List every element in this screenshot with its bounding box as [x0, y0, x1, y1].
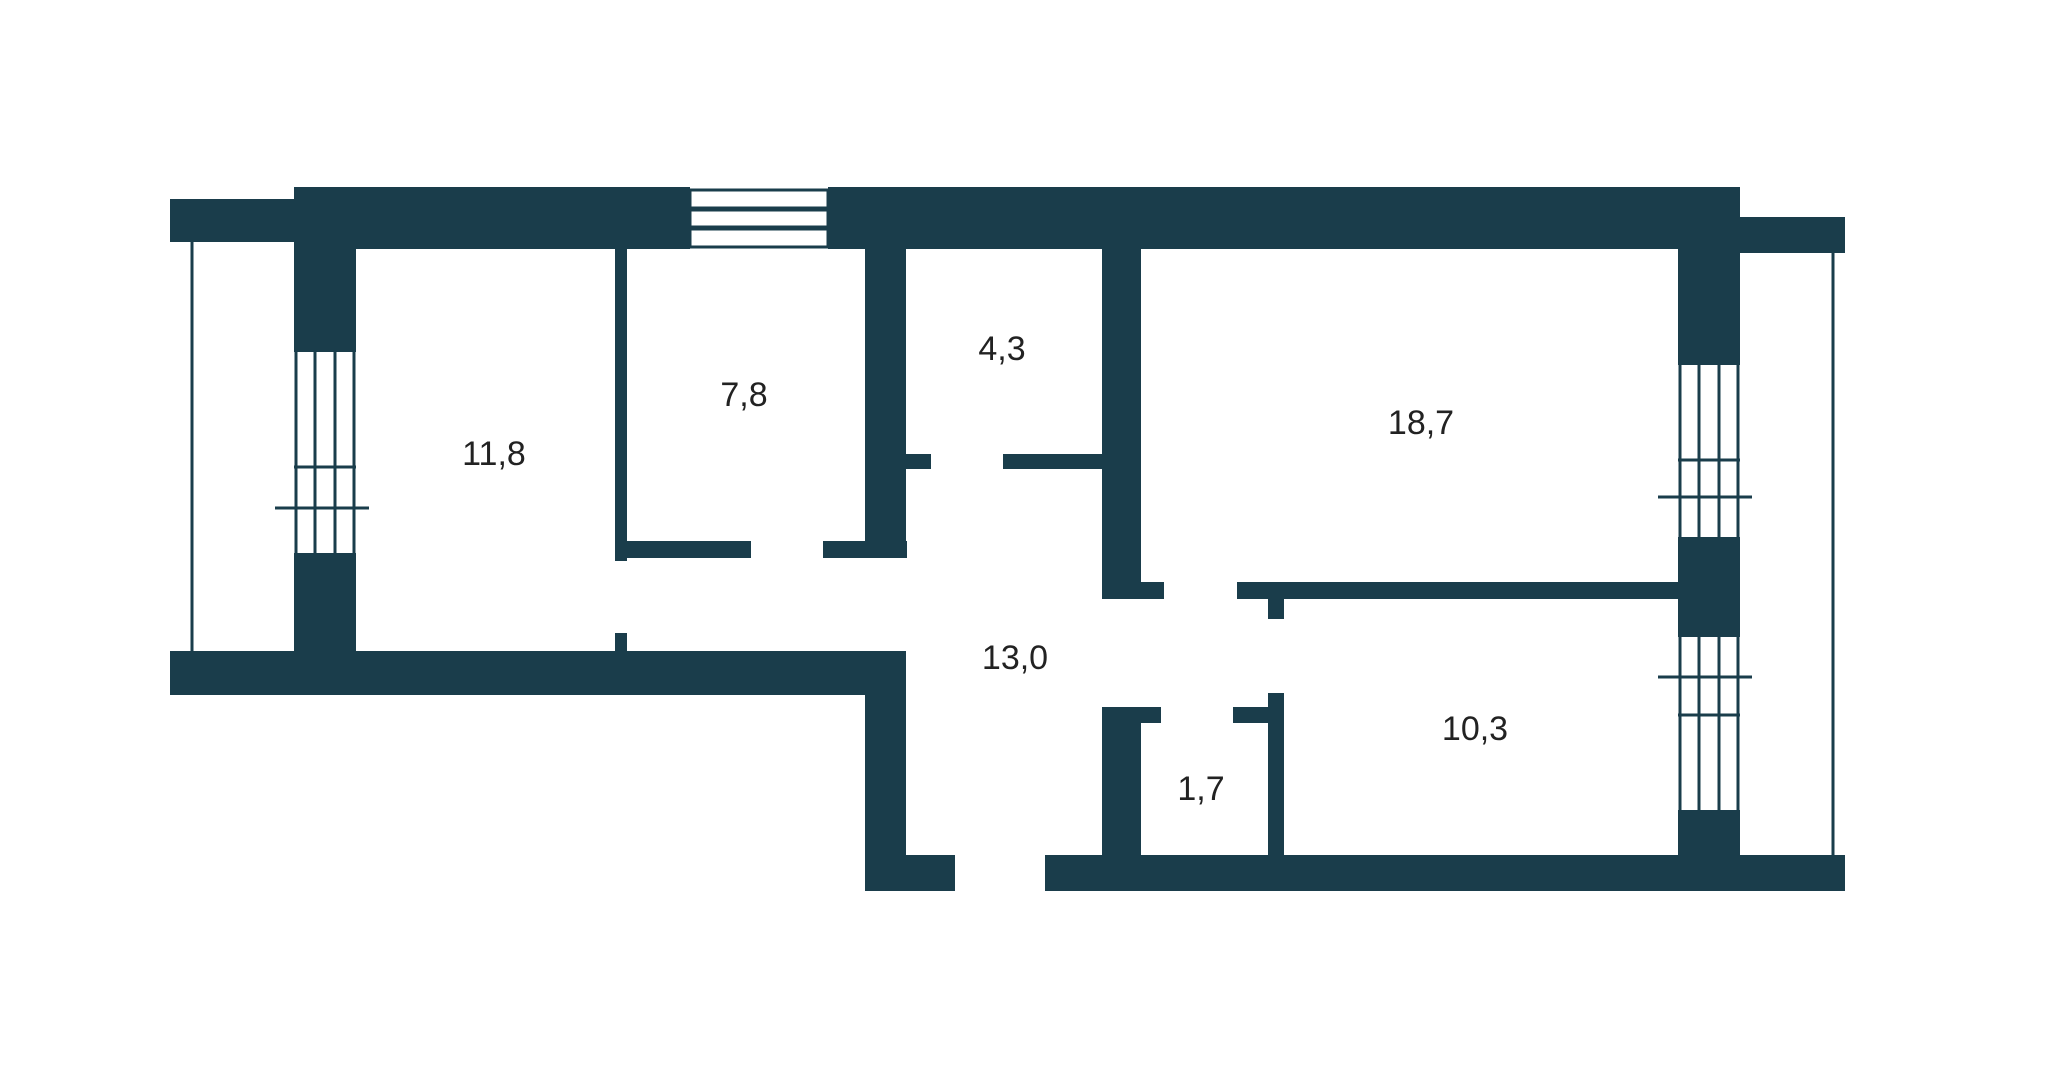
- wall-partition-2: [865, 249, 906, 558]
- room-right-area: 10,3: [1442, 710, 1508, 748]
- room-small-area: 7,8: [720, 376, 767, 414]
- room-left-area: 11,8: [462, 435, 526, 473]
- room-large-area: 18,7: [1388, 404, 1454, 442]
- wall-bath-top-b: [1233, 707, 1268, 723]
- room-storage-area: 4,3: [978, 330, 1025, 368]
- wall-partition-1: [615, 249, 627, 561]
- window-right-lower: [1658, 637, 1752, 810]
- wall-bath-right: [1268, 693, 1284, 855]
- wall-right-bottom: [1678, 810, 1740, 880]
- window-right-upper: [1658, 365, 1752, 537]
- wall-left-lower: [294, 553, 356, 653]
- wall-bottom-left: [170, 651, 905, 695]
- wall-bath-left: [1102, 707, 1141, 862]
- window-left: [275, 352, 369, 553]
- wall-partition-3: [1102, 249, 1141, 599]
- wall-right-mid: [1678, 537, 1740, 637]
- wall-hall-left: [865, 651, 906, 891]
- wall-room-small-bottom-a: [615, 541, 751, 558]
- wall-right-top: [1678, 187, 1740, 365]
- wall-storage-bottom-b: [1003, 454, 1103, 469]
- window-top: [688, 187, 830, 249]
- hallway-area: 13,0: [982, 639, 1048, 677]
- wall-bath-top-a: [1102, 707, 1161, 723]
- wall-large-bottom-stub: [1102, 582, 1164, 599]
- wall-top: [295, 187, 1740, 249]
- wall-partition-1-stub: [615, 633, 627, 653]
- balcony-right-top-wall: [1740, 217, 1845, 253]
- balcony-left-top-wall: [170, 199, 300, 242]
- room-bath-area: 1,7: [1177, 770, 1224, 808]
- wall-storage-bottom-a: [906, 454, 931, 469]
- wall-large-bottom: [1237, 582, 1678, 599]
- wall-bottom-entry-left: [865, 855, 955, 891]
- wall-large-bottom-tab: [1268, 599, 1284, 619]
- wall-left-upper: [294, 187, 356, 352]
